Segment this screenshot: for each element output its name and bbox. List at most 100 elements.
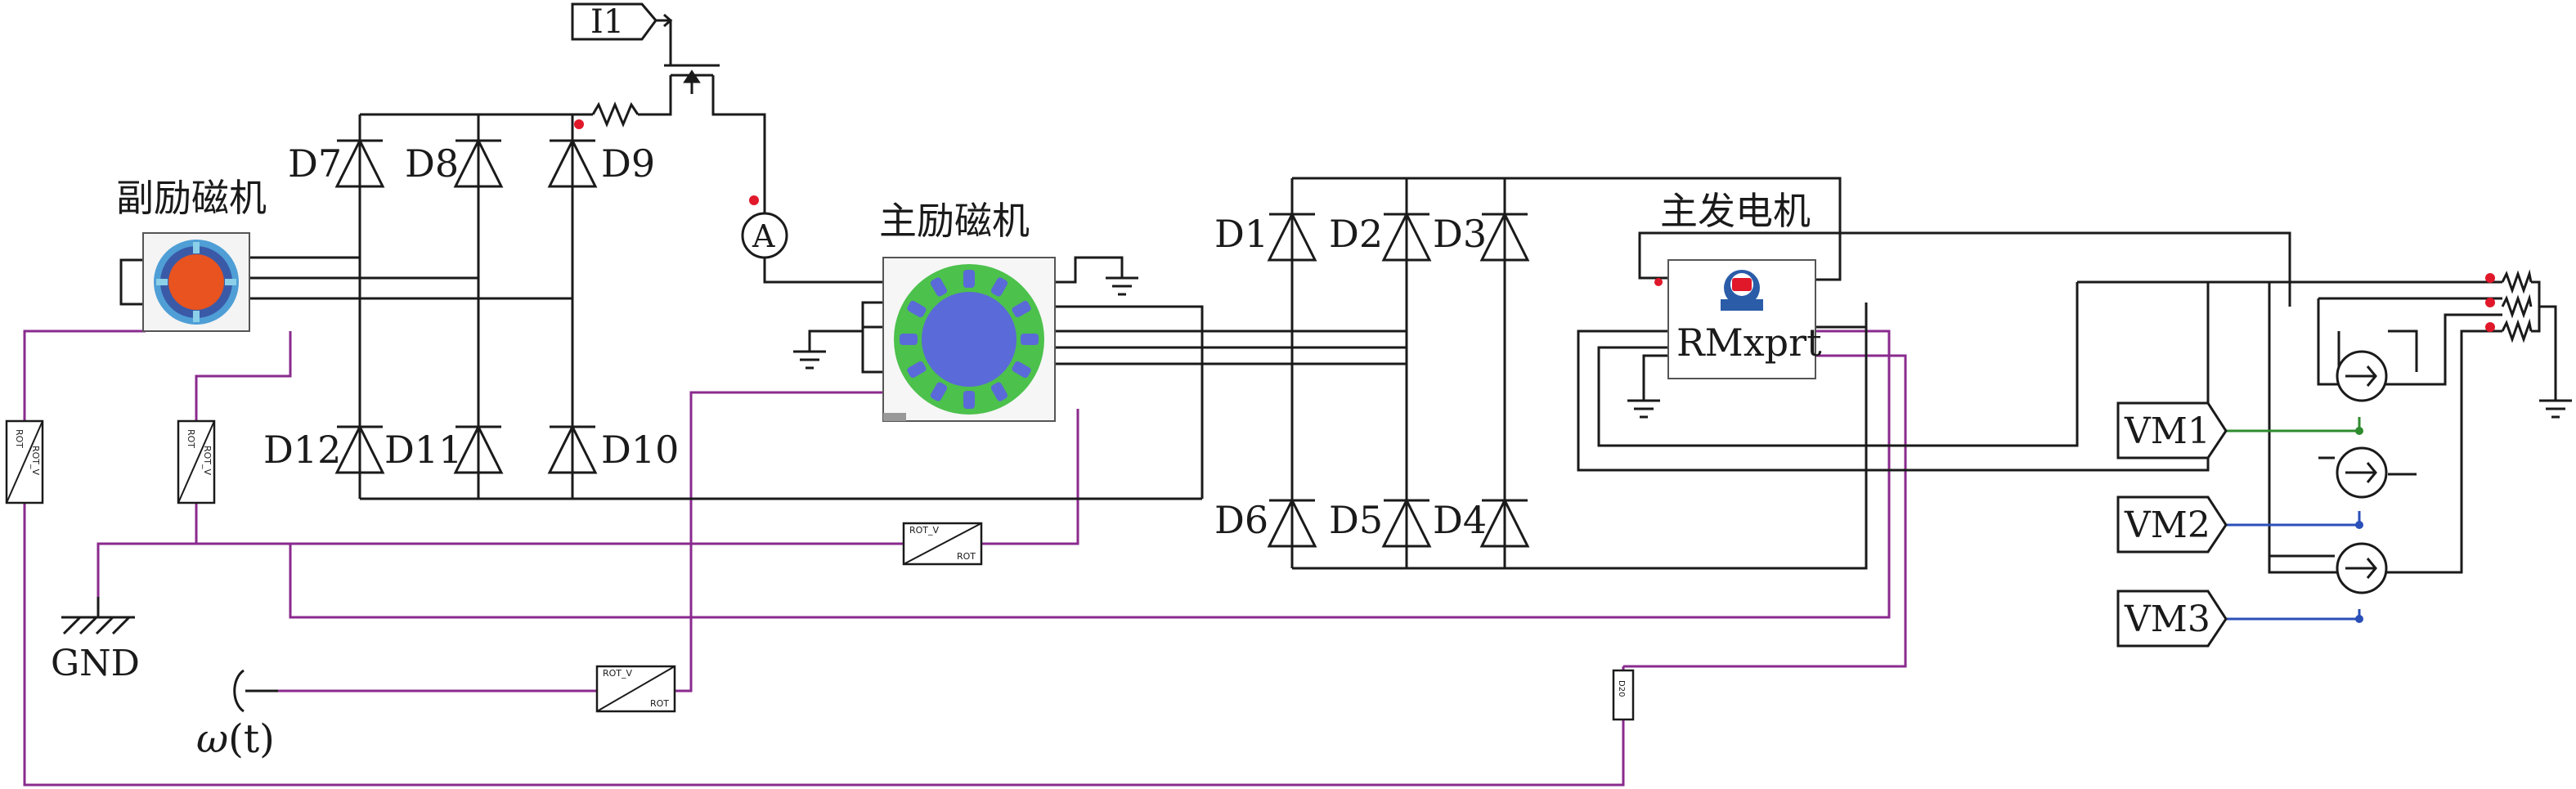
label-d11: D11	[384, 428, 462, 472]
switch-device	[664, 64, 720, 94]
diode-d12	[334, 424, 385, 474]
rot-converter-1: ROT ROT_V	[5, 419, 44, 504]
mech-line-6	[675, 391, 883, 693]
resistor-r1	[591, 101, 640, 128]
ammeter: A	[741, 212, 788, 259]
mech-line-9	[1623, 354, 1907, 668]
rmxprt-label: RMxprt	[1676, 321, 1822, 365]
diode-d6	[1267, 497, 1317, 548]
wire-gen-gnd	[1642, 354, 1668, 401]
label-d5: D5	[1329, 498, 1383, 542]
vm1-link	[2226, 417, 2361, 433]
rot-converter-4: ROT_V ROT	[595, 665, 676, 713]
label-d1: D1	[1214, 212, 1268, 256]
svg-text:ROT: ROT	[957, 551, 976, 562]
load-r3	[2501, 318, 2533, 343]
wire-gen-left-2	[1597, 282, 2079, 447]
diode-d10	[547, 424, 598, 474]
exciter-slots	[900, 270, 1039, 409]
diode-d2	[1381, 211, 1432, 262]
label-d9: D9	[601, 141, 655, 186]
label-d6: D6	[1214, 498, 1268, 542]
gnd-symbol	[61, 597, 135, 635]
diode-d8	[453, 137, 504, 188]
label-d8: D8	[405, 141, 459, 186]
omega-source: ω(t)	[196, 669, 278, 762]
svg-text:ROT_V: ROT_V	[30, 446, 41, 476]
exciter-slot	[1012, 361, 1031, 379]
wire-aux-left	[119, 258, 143, 306]
voltmeter-2	[2336, 446, 2388, 499]
wire-load-gnd	[2531, 280, 2557, 401]
mech-line-3	[195, 331, 292, 421]
vm2-label: VM2	[2124, 504, 2210, 546]
exciter-slot	[900, 334, 918, 345]
diodes	[334, 137, 1530, 548]
main-exciter-label: 主励磁机	[879, 199, 1030, 243]
wire-exc-in-2	[861, 325, 883, 374]
exciter-slot	[963, 391, 975, 409]
rot-converter-2: ROT ROT_V	[177, 419, 216, 504]
svg-text:ROT: ROT	[650, 698, 669, 709]
diode-labels: D7 D8 D9 D12 D11 D10 D1 D2 D3 D6 D5 D4	[263, 141, 1487, 542]
label-d12: D12	[263, 428, 341, 472]
svg-text:ROT: ROT	[186, 429, 196, 448]
ground-generator	[1627, 399, 1660, 419]
exciter-slot	[930, 277, 948, 297]
mech-line-8	[289, 329, 1891, 619]
exciter-slot	[930, 382, 948, 401]
label-d4: D4	[1433, 498, 1487, 542]
vm3-label: VM3	[2124, 598, 2210, 640]
diode-d5	[1381, 497, 1432, 548]
label-d7: D7	[288, 141, 342, 186]
i1-source: I1	[571, 2, 673, 41]
vm3-tag: VM3	[2116, 590, 2228, 648]
vm1-label: VM1	[2124, 410, 2210, 452]
diode-d11	[453, 424, 504, 474]
mech-line-1	[23, 329, 146, 421]
wire-main-bot	[1292, 303, 1868, 570]
pin-dots	[574, 119, 2495, 332]
voltmeter-1	[2336, 350, 2388, 402]
wire-bus-top	[2268, 282, 2502, 574]
exciter-slot	[1021, 334, 1039, 345]
wire-exc-gnd	[1055, 256, 1124, 284]
vm-links	[2226, 417, 2363, 623]
exciter-slot	[907, 300, 927, 318]
rot-converters: ROT ROT_V ROT ROT_V ROT_V ROT ROT_V ROT …	[5, 419, 1635, 721]
exciter-slot	[963, 270, 975, 288]
vm1-tag: VM1	[2116, 401, 2228, 460]
main-generator-label: 主发电机	[1660, 189, 1811, 233]
exciter-slot	[1012, 300, 1031, 318]
vm2-tag: VM2	[2116, 495, 2228, 554]
label-d10: D10	[601, 428, 679, 472]
i1-label: I1	[590, 3, 624, 41]
wire-exc-out-1	[1055, 305, 1204, 499]
grounds	[793, 276, 2572, 419]
exciter-slot	[990, 277, 1008, 297]
shaft-connector: D20	[1612, 669, 1635, 721]
wire-r-out	[638, 86, 672, 116]
vm-tags: VM1 VM2 VM3	[2116, 401, 2228, 648]
diode-d7	[334, 137, 385, 188]
mech-line-5	[981, 409, 1079, 545]
main-exciter	[882, 257, 1056, 422]
vm2-link	[2226, 511, 2361, 527]
exciter-slot	[990, 382, 1008, 401]
diode-d4	[1479, 497, 1530, 548]
load-resistors	[2501, 269, 2533, 343]
ammeter-label: A	[752, 218, 775, 254]
voltmeters	[2336, 350, 2388, 594]
mech-line-2	[23, 503, 1625, 787]
mechanical-links	[23, 329, 1907, 787]
wire-ammeter	[763, 258, 887, 284]
label-d3: D3	[1433, 212, 1487, 256]
generator-icon	[1721, 270, 1763, 311]
ground-exciter-left	[793, 350, 826, 370]
svg-text:ROT: ROT	[14, 429, 25, 448]
load-r2	[2501, 294, 2533, 319]
load-r1	[2501, 269, 2533, 294]
label-d2: D2	[1329, 212, 1383, 256]
ground-exciter-top	[1106, 276, 1138, 296]
diode-d3	[1479, 211, 1530, 262]
